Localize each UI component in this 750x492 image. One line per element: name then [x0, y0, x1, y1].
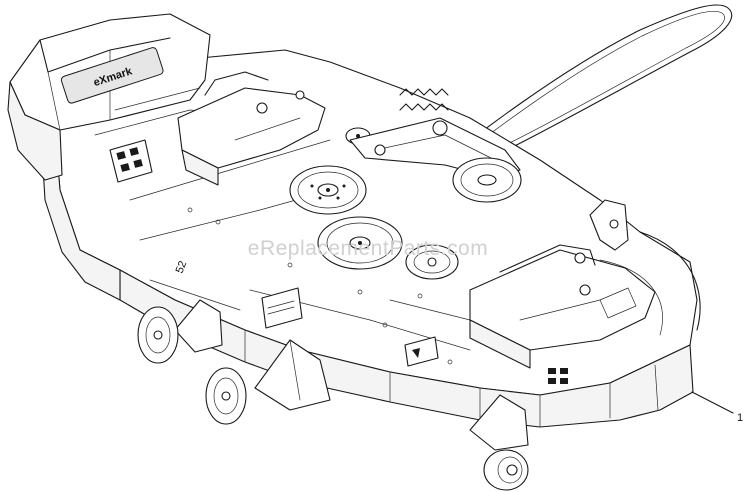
callout-number: 1	[737, 412, 743, 424]
deck-size-mark: 52	[174, 259, 190, 275]
exmark-emblem: eXmark	[60, 47, 164, 104]
front-wheel-bracket-right	[469, 394, 529, 451]
caution-decal-front	[404, 336, 439, 367]
front-wheel-bracket-center	[174, 299, 223, 353]
warning-decal-rear	[109, 139, 153, 183]
right-belt-cover	[469, 244, 656, 369]
idler-pulley	[405, 244, 459, 280]
left-spindle-pulley	[317, 216, 403, 270]
right-spindle-pulley	[452, 157, 522, 203]
rear-hood: eXmark	[7, 13, 216, 181]
gauge-wheel-rear-center	[205, 367, 247, 425]
gauge-wheel-rear-left	[137, 306, 179, 364]
center-spindle-pulley	[289, 165, 367, 215]
left-belt-cover	[177, 71, 326, 186]
callout-1: 1	[691, 391, 743, 424]
callout-leader-line	[691, 391, 734, 414]
warning-decal-front	[548, 368, 568, 384]
drive-belt	[444, 4, 733, 169]
watermark: eReplacementParts.com	[248, 237, 488, 260]
gauge-wheel-front	[483, 449, 529, 491]
front-wheel-bracket-left	[254, 339, 331, 411]
right-mount-bracket	[589, 199, 629, 251]
caution-decal-center	[261, 287, 303, 329]
